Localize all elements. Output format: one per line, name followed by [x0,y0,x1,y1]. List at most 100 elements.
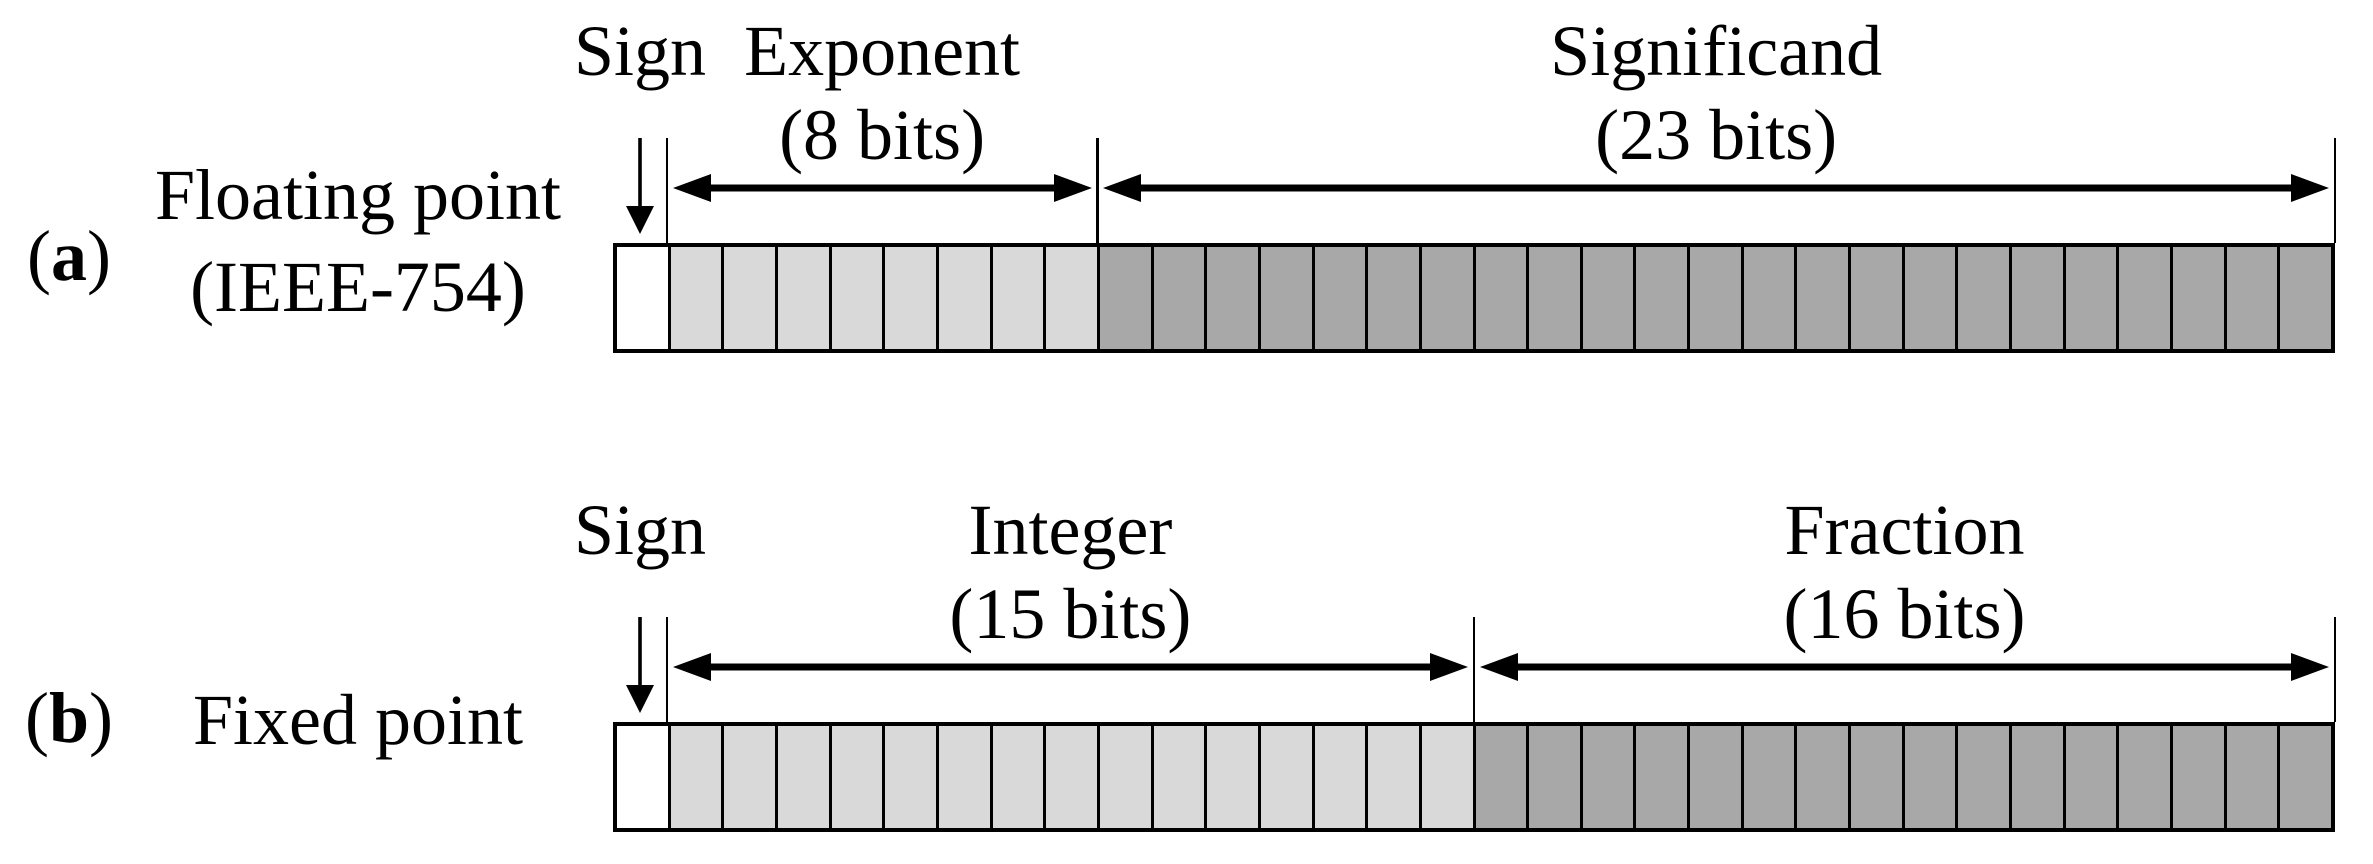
bit-cell [774,247,829,349]
bit-cell [2062,247,2117,349]
bit-cell [1579,247,1634,349]
bit-cell [1096,726,1151,828]
bit-cell [1150,726,1205,828]
bit-cell [617,247,668,349]
bit-cell [989,726,1044,828]
bit-cell [1794,247,1849,349]
bit-cell [2116,247,2171,349]
bit-cell [2170,247,2224,349]
bit-cell [828,726,883,828]
row-marker: (a) [27,216,111,296]
bit-cell [2223,247,2278,349]
bit-bar [613,722,2335,832]
field-bits: (8 bits) [779,95,986,175]
format-name-label: Fixed point [193,674,523,766]
marker-paren-close: ) [89,678,114,758]
bit-cell [1204,247,1258,349]
bit-cell [1365,247,1419,349]
bit-cell [1740,247,1795,349]
bit-cell [2062,726,2117,828]
bit-cell [828,247,883,349]
field-label-exponent: Exponent(8 bits) [744,9,1020,177]
field-label-significand: Significand(23 bits) [1550,9,1882,177]
boundary-tick [2333,617,2337,722]
bit-cell [2277,726,2331,828]
field-label-integer: Integer(15 bits) [949,488,1191,656]
bit-cell [1150,247,1205,349]
fraction-range-arrow [1478,650,2331,684]
bit-cell [1579,726,1634,828]
bit-cell [617,726,668,828]
bit-cell [1848,247,1902,349]
bit-cell [1848,726,1902,828]
field-name: Significand [1550,11,1883,91]
exponent-range-arrow [671,171,1094,205]
bit-cell [1526,247,1580,349]
bit-cell [882,726,936,828]
bit-cell [1043,247,1097,349]
boundary-tick [665,617,669,722]
marker-paren-close: ) [87,216,111,296]
sign-label: Sign [573,11,707,91]
significand-range-arrow [1101,171,2331,205]
boundary-tick [1472,617,1476,722]
bit-cell [1204,726,1258,828]
sign-pointer-arrow [622,138,658,234]
bit-cell [935,247,990,349]
boundary-tick [1096,138,1099,243]
field-label-fraction: Fraction(16 bits) [1784,488,2026,656]
bit-cell [2009,726,2063,828]
field-name: Integer [968,490,1173,570]
bit-cell [1955,726,2010,828]
bit-cell [1687,247,1741,349]
bit-cell [1633,726,1688,828]
boundary-tick [665,138,669,243]
bit-cell [1311,726,1366,828]
bit-cell [1687,726,1741,828]
format-name-line: Floating point [154,155,562,235]
bit-cell [1472,247,1527,349]
bit-cell [1633,247,1688,349]
bit-cell [774,726,829,828]
bit-cell [667,247,722,349]
bit-cell [1096,247,1151,349]
bit-cell [1901,726,1956,828]
bit-cell [1365,726,1419,828]
marker-letter: b [48,678,90,758]
bit-cell [721,247,775,349]
field-bits: (23 bits) [1595,95,1838,175]
bit-cell [2223,726,2278,828]
bit-cell [1257,726,1312,828]
bit-cell [1526,726,1580,828]
bit-cell [1418,247,1473,349]
bit-cell [882,247,936,349]
field-bits: (16 bits) [1783,574,2026,654]
integer-range-arrow [671,650,1470,684]
bit-cell [721,726,775,828]
row-marker: (b) [25,678,113,758]
marker-paren-open: ( [24,678,49,758]
bit-cell [1794,726,1849,828]
bit-cell [2009,247,2063,349]
bit-cell [1955,247,2010,349]
bit-cell [935,726,990,828]
bit-cell [667,726,722,828]
format-name-line: (IEEE-754) [190,247,526,327]
boundary-tick [2333,138,2337,243]
bit-cell [1472,726,1527,828]
bit-cell [1043,726,1097,828]
bit-cell [989,247,1044,349]
bit-cell [2170,726,2224,828]
marker-paren-open: ( [27,216,51,296]
field-name: Fraction [1784,490,2025,570]
sign-pointer-arrow [622,617,658,713]
format-name-label: Floating point (IEEE-754) [155,149,561,333]
format-name-line: Fixed point [192,680,524,760]
bit-cell [1740,726,1795,828]
bit-bar [613,243,2335,353]
field-bits: (15 bits) [949,574,1192,654]
bit-cell [1418,726,1473,828]
